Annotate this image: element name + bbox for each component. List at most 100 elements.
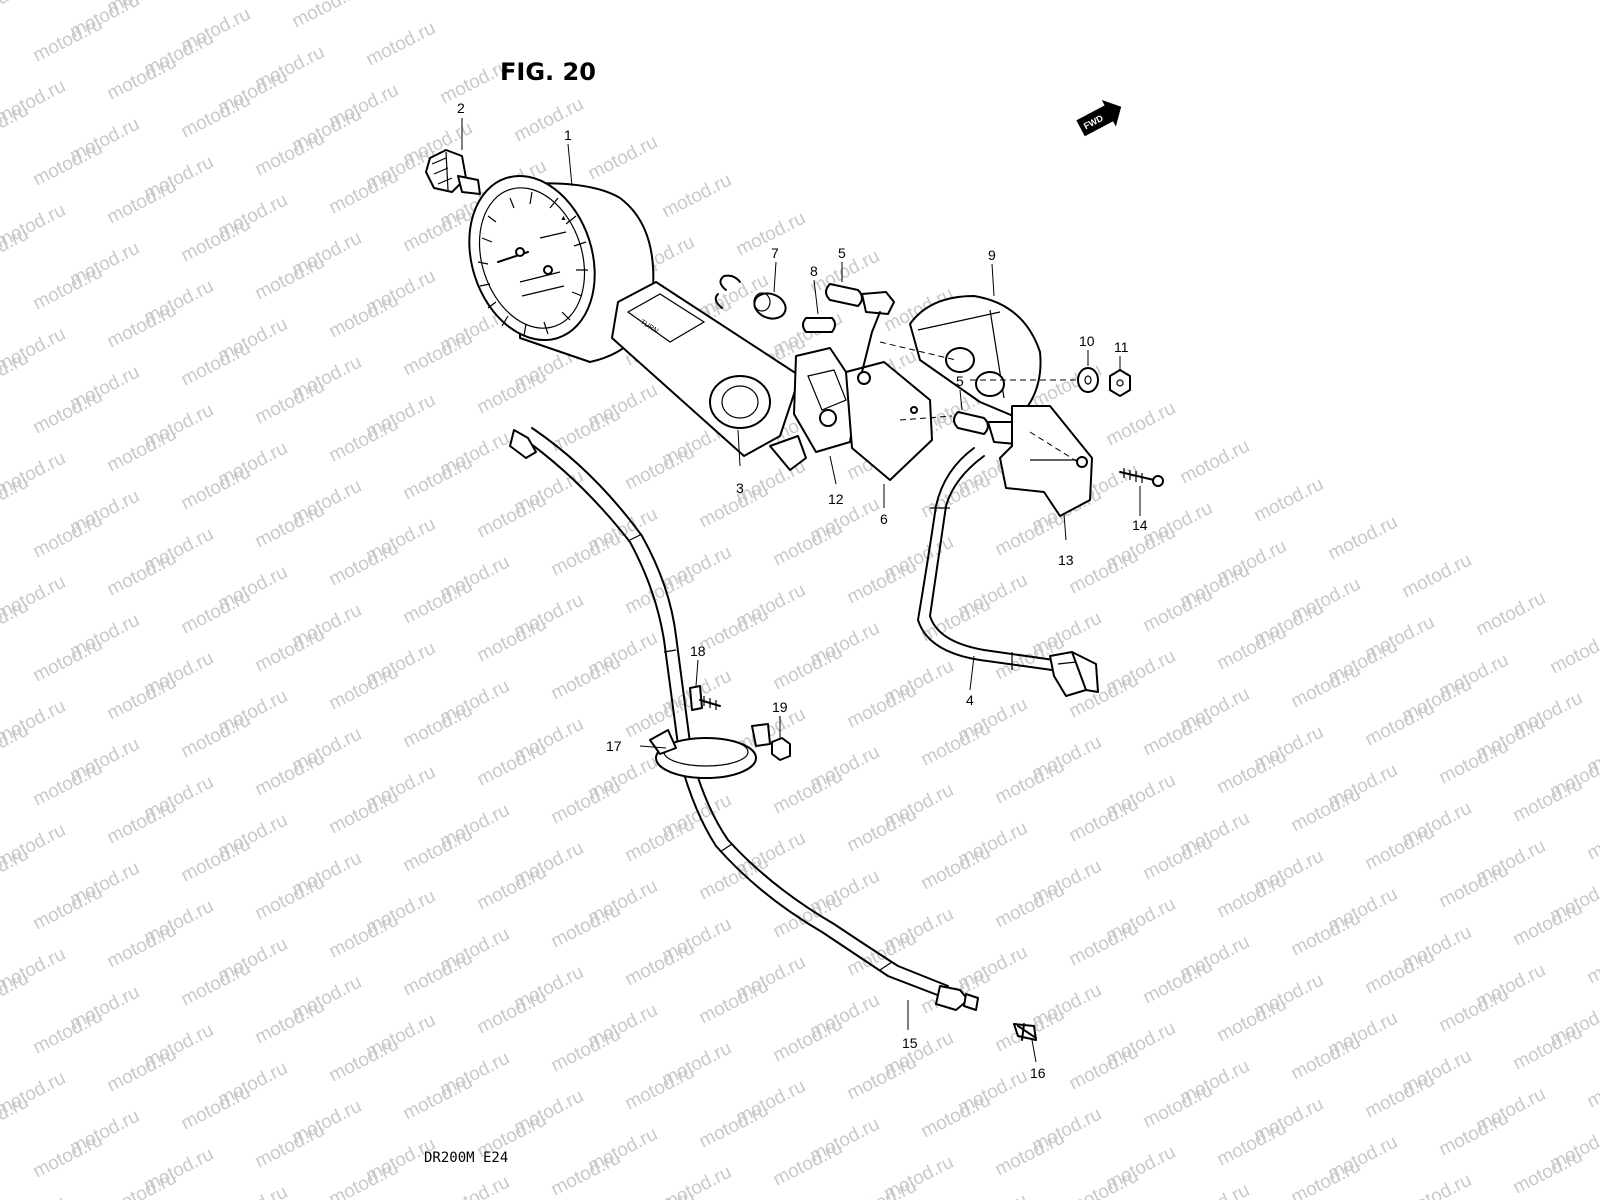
watermark-text: motod.ru bbox=[1177, 436, 1253, 489]
watermark-text: motod.ru bbox=[548, 652, 624, 705]
watermark-text: motod.ru bbox=[104, 52, 180, 105]
watermark-text: motod.ru bbox=[437, 1172, 513, 1200]
watermark-text: motod.ru bbox=[622, 814, 698, 867]
watermark-text: motod.ru bbox=[104, 920, 180, 973]
watermark-text: motod.ru bbox=[474, 986, 550, 1039]
callout-19: 19 bbox=[772, 699, 788, 715]
figure-title: FIG. 20 bbox=[500, 58, 596, 86]
callout-8: 8 bbox=[810, 263, 818, 279]
watermark-text: motod.ru bbox=[1140, 584, 1216, 637]
watermark-text: motod.ru bbox=[622, 938, 698, 991]
watermark-text: motod.ru bbox=[548, 776, 624, 829]
watermark-text: motod.ru bbox=[252, 624, 328, 677]
assembly-guide-lines bbox=[879, 341, 1079, 463]
watermark-text: motod.ru bbox=[178, 958, 254, 1011]
watermark-text: motod.ru bbox=[1066, 794, 1142, 847]
watermark-text: motod.ru bbox=[1473, 588, 1549, 641]
nut-19 bbox=[771, 737, 791, 761]
callout-labels: 1 2 3 4 5 5 6 7 8 9 10 11 12 13 14 15 16… bbox=[457, 100, 1148, 1081]
callout-1: 1 bbox=[564, 127, 572, 143]
watermark-text: motod.ru bbox=[1436, 736, 1512, 789]
wire-harness bbox=[917, 447, 1099, 697]
watermark-text: motod.ru bbox=[178, 834, 254, 887]
watermark-text: motod.ru bbox=[1103, 398, 1179, 451]
watermark-text: motod.ru bbox=[30, 882, 106, 935]
watermark-text: motod.ru bbox=[30, 510, 106, 563]
watermark-text: motod.ru bbox=[104, 176, 180, 229]
watermark-text: motod.ru bbox=[844, 556, 920, 609]
model-code: DR200M E24 bbox=[424, 1150, 508, 1166]
watermark-text: motod.ru bbox=[992, 508, 1068, 561]
watermark-text: motod.ru bbox=[955, 1190, 1031, 1200]
watermark-text: motod.ru bbox=[1251, 474, 1327, 527]
callout-2: 2 bbox=[457, 100, 465, 116]
callout-6: 6 bbox=[880, 511, 888, 527]
meter-housing bbox=[909, 295, 1042, 419]
watermark-text: motod.ru bbox=[992, 756, 1068, 809]
watermark-text: motod.ru bbox=[104, 424, 180, 477]
watermark-text: motod.ru bbox=[400, 452, 476, 505]
watermark-text: motod.ru bbox=[178, 462, 254, 515]
watermark-text: motod.ru bbox=[1362, 822, 1438, 875]
watermark-text: motod.ru bbox=[1140, 708, 1216, 761]
watermark-text: motod.ru bbox=[178, 586, 254, 639]
watermark-text: motod.ru bbox=[622, 1062, 698, 1115]
watermark-text: motod.ru bbox=[511, 94, 587, 147]
watermark-text: motod.ru bbox=[30, 262, 106, 315]
watermark-text: motod.ru bbox=[1547, 626, 1600, 679]
watermark-text: motod.ru bbox=[252, 500, 328, 553]
callout-18: 18 bbox=[690, 643, 706, 659]
watermark-text: motod.ru bbox=[400, 948, 476, 1001]
watermark-text: motod.ru bbox=[1177, 1180, 1253, 1200]
watermark-text: motod.ru bbox=[326, 166, 402, 219]
watermark-text: motod.ru bbox=[30, 138, 106, 191]
callout-9: 9 bbox=[988, 247, 996, 263]
watermark-text: motod.ru bbox=[696, 480, 772, 533]
indicator-panel: TURN bbox=[611, 281, 807, 471]
watermark-text: motod.ru bbox=[992, 1128, 1068, 1181]
callout-13: 13 bbox=[1058, 552, 1074, 568]
watermark-text: motod.ru bbox=[992, 880, 1068, 933]
callout-10: 10 bbox=[1079, 333, 1095, 349]
bolt-18 bbox=[689, 685, 721, 711]
watermark-text: motod.ru bbox=[326, 538, 402, 591]
watermark-text: motod.ru bbox=[0, 1192, 69, 1200]
watermark-text: motod.ru bbox=[1066, 1166, 1142, 1200]
watermark-text: motod.ru bbox=[326, 290, 402, 343]
mounting-plate bbox=[845, 361, 933, 481]
watermark-text: motod.ru bbox=[252, 748, 328, 801]
watermark-text: motod.ru bbox=[659, 170, 735, 223]
retaining-clip bbox=[719, 274, 741, 291]
watermark-text: motod.ru bbox=[400, 824, 476, 877]
watermark-text: motod.ru bbox=[1399, 1170, 1475, 1200]
watermark-text: motod.ru bbox=[1140, 956, 1216, 1009]
watermark-text: motod.ru bbox=[104, 1168, 180, 1200]
watermark-text: motod.ru bbox=[1436, 1108, 1512, 1161]
watermark-text: motod.ru bbox=[1288, 1156, 1364, 1200]
watermark-text: motod.ru bbox=[918, 470, 994, 523]
watermark-text: motod.ru bbox=[696, 604, 772, 657]
watermark-text: motod.ru bbox=[918, 1090, 994, 1143]
cable-clamp bbox=[649, 723, 771, 779]
meter-face-marking: ▲ bbox=[560, 215, 567, 222]
watermark-text: motod.ru bbox=[1288, 1032, 1364, 1085]
watermark-text: motod.ru bbox=[1066, 546, 1142, 599]
trip-reset-knob bbox=[425, 149, 481, 195]
watermark-text: motod.ru bbox=[696, 852, 772, 905]
watermark-text: motod.ru bbox=[289, 0, 365, 32]
callout-11: 11 bbox=[1114, 339, 1129, 355]
watermark-text: motod.ru bbox=[1214, 622, 1290, 675]
watermark-text: motod.ru bbox=[1436, 984, 1512, 1037]
watermark-text: motod.ru bbox=[178, 1082, 254, 1135]
watermark-text: motod.ru bbox=[104, 796, 180, 849]
watermark-text: motod.ru bbox=[104, 548, 180, 601]
watermark-text: motod.ru bbox=[326, 1034, 402, 1087]
watermark-text: motod.ru bbox=[1140, 1080, 1216, 1133]
watermark-text: motod.ru bbox=[474, 490, 550, 543]
leader-lines bbox=[461, 118, 1141, 1063]
watermark-text: motod.ru bbox=[1584, 936, 1600, 989]
speedometer-cable bbox=[509, 427, 979, 1011]
callout-16: 16 bbox=[1030, 1065, 1046, 1081]
washer-hole bbox=[1084, 375, 1092, 385]
